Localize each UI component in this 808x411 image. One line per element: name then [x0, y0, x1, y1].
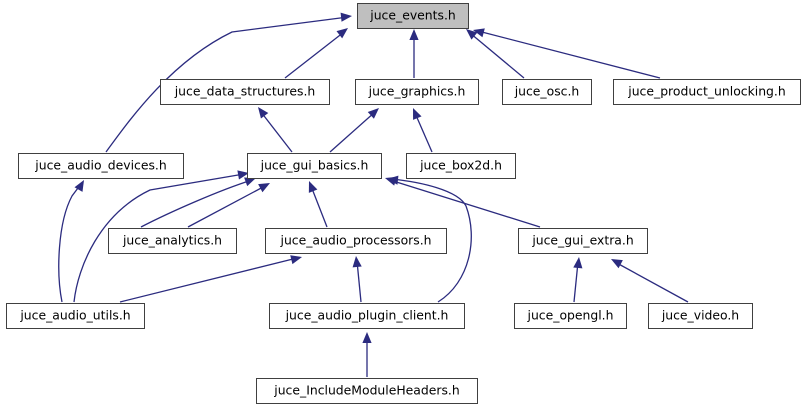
edge-arrowhead-icon	[258, 107, 269, 119]
node-label: juce_audio_devices.h	[35, 157, 167, 173]
edge-arrowhead-icon	[308, 181, 318, 193]
edge-line	[140, 179, 253, 228]
edge-juce_gui_extra-to-juce_gui_basics	[385, 176, 541, 228]
edge-arrowhead-icon	[74, 180, 84, 192]
node-juce_osc[interactable]: juce_osc.h	[502, 79, 592, 105]
edge-juce_data_structures-to-juce_events	[284, 28, 348, 79]
node-label: juce_product_unlocking.h	[628, 83, 786, 99]
node-label: juce_box2d.h	[420, 157, 502, 173]
node-label: juce_graphics.h	[368, 83, 466, 99]
edge-juce_audio_processors-to-juce_gui_basics	[308, 181, 328, 228]
node-label: juce_audio_utils.h	[20, 307, 131, 323]
node-juce_data_structures[interactable]: juce_data_structures.h	[160, 79, 330, 105]
edge-line	[469, 32, 525, 79]
edge-line	[119, 257, 298, 303]
edge-juce_product_unlocking-to-juce_events	[473, 28, 661, 79]
node-label: juce_osc.h	[514, 83, 580, 99]
edge-arrowhead-icon	[290, 255, 302, 265]
edge-juce_audio_utils-to-juce_audio_devices	[58, 180, 84, 303]
edge-line	[614, 261, 689, 303]
edge-juce_audio_plugin_client-to-juce_audio_processors	[352, 256, 362, 303]
edge-arrowhead-icon	[573, 257, 583, 269]
edge-arrowhead-icon	[336, 28, 348, 39]
edge-line	[58, 183, 82, 303]
node-juce_opengl[interactable]: juce_opengl.h	[514, 303, 627, 329]
edge-arrowhead-icon	[473, 28, 485, 38]
node-juce_video[interactable]: juce_video.h	[648, 303, 753, 329]
edge-arrowhead-icon	[362, 332, 372, 343]
edge-juce_video-to-juce_gui_extra	[611, 259, 689, 303]
edge-line	[284, 31, 345, 79]
node-juce_audio_devices[interactable]: juce_audio_devices.h	[18, 153, 184, 179]
edge-arrowhead-icon	[385, 176, 397, 186]
edge-arrowhead-icon	[611, 259, 623, 269]
node-label: juce_audio_processors.h	[280, 232, 432, 248]
edge-arrowhead-icon	[258, 183, 270, 193]
edge-juce_gui_basics-to-juce_graphics	[329, 108, 379, 153]
edge-juce_opengl-to-juce_gui_extra	[573, 257, 583, 303]
edge-juce_gui_basics-to-juce_data_structures	[258, 107, 293, 153]
node-juce_box2d[interactable]: juce_box2d.h	[406, 153, 516, 179]
edge-juce_box2d-to-juce_graphics	[413, 108, 433, 153]
edge-juce_analytics-to-juce_gui_basics	[187, 183, 270, 228]
node-juce_gui_extra[interactable]: juce_gui_extra.h	[518, 228, 648, 254]
edge-line	[329, 111, 376, 153]
node-juce_events[interactable]: juce_events.h	[357, 3, 469, 29]
node-label: juce_analytics.h	[122, 232, 223, 248]
edge-arrowhead-icon	[340, 12, 352, 22]
node-juce_audio_utils[interactable]: juce_audio_utils.h	[6, 303, 145, 329]
edge-juce_osc-to-juce_events	[466, 29, 525, 79]
edge-arrowhead-icon	[367, 108, 379, 119]
edge-line	[477, 30, 661, 79]
edge-arrowhead-icon	[413, 108, 422, 120]
edge-line	[260, 111, 293, 153]
node-juce_analytics[interactable]: juce_analytics.h	[108, 228, 237, 254]
node-juce_gui_basics[interactable]: juce_gui_basics.h	[247, 153, 382, 179]
node-juce_IncludeModuleHeaders[interactable]: juce_IncludeModuleHeaders.h	[256, 378, 478, 404]
edge-juce_IncludeModuleHeaders-to-juce_audio_plugin_client	[362, 332, 372, 377]
edge-arrowhead-icon	[352, 256, 362, 268]
edge-juce_graphics-to-juce_events	[409, 29, 419, 78]
node-label: juce_gui_basics.h	[260, 157, 369, 173]
edge-line	[187, 185, 266, 228]
node-juce_audio_processors[interactable]: juce_audio_processors.h	[265, 228, 447, 254]
node-label: juce_events.h	[370, 7, 456, 23]
edge-line	[389, 179, 541, 228]
edge-arrowhead-icon	[387, 175, 399, 185]
edge-line	[573, 261, 579, 303]
edge-line	[356, 260, 362, 303]
edge-line	[414, 112, 433, 153]
node-label: juce_audio_plugin_client.h	[285, 307, 449, 323]
edge-line	[310, 185, 328, 228]
edge-juce_audio_utils-to-juce_audio_processors	[119, 255, 302, 303]
node-juce_audio_plugin_client[interactable]: juce_audio_plugin_client.h	[269, 303, 465, 329]
node-label: juce_data_structures.h	[174, 83, 316, 99]
node-label: juce_opengl.h	[527, 307, 614, 323]
edge-arrowhead-icon	[409, 29, 419, 40]
edge-juce_audio_devices-to-juce_gui_basics	[140, 177, 256, 228]
node-juce_graphics[interactable]: juce_graphics.h	[355, 79, 479, 105]
node-label: juce_IncludeModuleHeaders.h	[274, 382, 460, 398]
node-label: juce_gui_extra.h	[532, 232, 634, 248]
node-juce_product_unlocking[interactable]: juce_product_unlocking.h	[613, 79, 801, 105]
node-label: juce_video.h	[661, 307, 740, 323]
